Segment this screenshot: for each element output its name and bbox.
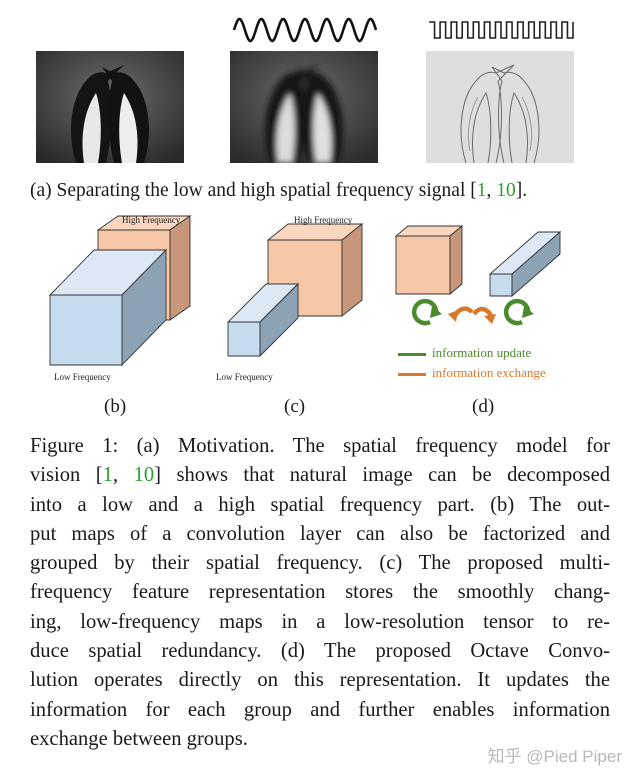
citation-link[interactable]: 10 [133,464,155,487]
caption-line: grouped by their spatial frequency. (c) … [30,552,610,575]
caption-line: frequency feature representation stores … [30,581,610,604]
caption-line: duce spatial redundancy. (d) The propose… [30,640,610,663]
citation-link[interactable]: 1 [476,180,487,201]
panel-c-label: (c) [284,396,306,417]
caption-line: information for each group and further e… [30,698,610,721]
caption-line: vision [1, 10] shows that natural image … [30,464,611,487]
caption-line: Figure 1: (a) Motivation. The spatial fr… [30,435,610,457]
watermark: 知乎 @Pied Piper [487,747,622,766]
legend-update-label: information update [432,345,532,360]
figure-caption: Figure 1: (a) Motivation. The spatial fr… [30,432,610,754]
penguin-photo-original [36,51,184,163]
caption-line: put maps of a convolution layer can also… [30,522,610,545]
low-frequency-wave [232,17,378,43]
panel-a-caption: (a) Separating the low and high spatial … [30,180,528,201]
penguin-photo-high-frequency [426,51,574,163]
legend-exchange-swatch [398,373,426,376]
citation-link[interactable]: 1 [102,464,113,487]
citation-link[interactable]: 10 [496,180,516,201]
panel-d-label: (d) [472,396,495,417]
caption-line: into a low and a high spatial frequency … [30,493,610,516]
panel-d-diagram [394,225,562,326]
panel-b-low-label: Low Frequency [54,372,111,382]
legend-exchange-label: information exchange [432,365,546,380]
caption-line: lution operates directly on this represe… [30,669,610,692]
caption-line: exchange between groups. [30,727,248,750]
caption-line: ing, low-frequency maps in a low-resolut… [30,610,610,633]
high-frequency-square-wave [429,21,574,39]
exchange-arrow-icon [448,306,496,324]
panel-b-label: (b) [104,396,127,417]
legend-update-swatch [398,353,426,356]
update-arrow-icon [503,298,534,326]
update-arrow-icon [411,298,442,326]
panel-b-diagram [48,215,192,367]
panel-c-diagram [226,223,364,358]
panel-c-low-label: Low Frequency [216,372,273,382]
panel-b-high-label: High Frequency [122,215,181,225]
penguin-photo-low-frequency [230,51,378,163]
panel-c-high-label: High Frequency [294,215,353,225]
